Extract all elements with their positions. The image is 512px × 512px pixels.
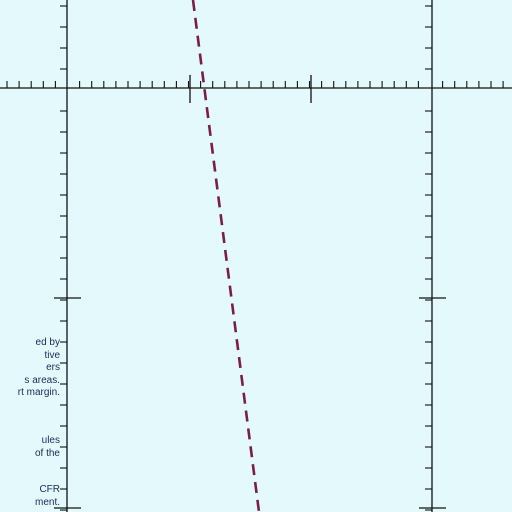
- margin-note-1: ed by tive ers s areas. rt margin.: [17, 337, 60, 398]
- margin-note-2: ules of the: [34, 435, 60, 459]
- margin-note-3: CFR ment.: [34, 484, 60, 508]
- graticule-minor-ticks: [6, 5, 504, 511]
- dashed-boundary-line: [191, 0, 261, 512]
